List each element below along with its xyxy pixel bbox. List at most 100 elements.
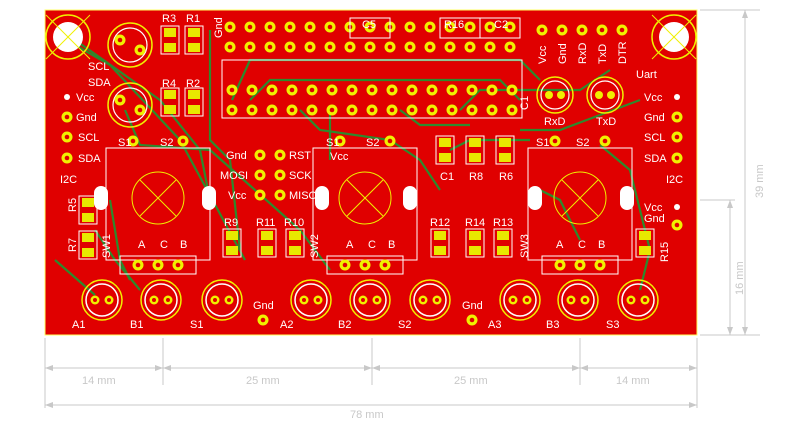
label-r6: R6 [499, 171, 513, 183]
label-isp-rst: RST [289, 150, 311, 162]
label-gnd-pad-1: Gnd [253, 300, 274, 312]
label-vcc-left: Vcc [76, 92, 95, 104]
i2c-left-pads [61, 94, 73, 164]
label-enc3-c: C [578, 239, 586, 251]
label-isp-gnd: Gnd [226, 150, 247, 162]
dimension-arrows [45, 10, 748, 408]
label-enc3-a: A [556, 239, 564, 251]
label-uart-gnd: Gnd [557, 43, 569, 64]
label-mid-vcc: Vcc [330, 151, 349, 163]
label-led-s1: S1 [190, 319, 203, 331]
label-scl-right: SCL [644, 132, 665, 144]
mount-hole-tr [651, 14, 697, 60]
label-sda-right: SDA [644, 153, 667, 165]
label-sda2-left: SDA [78, 153, 101, 165]
label-c1-top: C1 [519, 96, 531, 110]
dim-height-39mm: 39 mm [754, 164, 766, 198]
label-c2: C2 [494, 19, 508, 31]
label-i2c-left: I2C [60, 174, 77, 186]
label-r4: R4 [162, 78, 176, 90]
label-led-b1: B1 [130, 319, 143, 331]
c2-footprint [479, 17, 521, 39]
dim-25mm-1: 25 mm [246, 375, 280, 387]
label-enc1-s1: S1 [118, 137, 131, 149]
encoder-3 [527, 135, 634, 275]
transistor-top [107, 22, 153, 68]
label-r9: R9 [224, 217, 238, 229]
label-isp-miso: MISO [289, 190, 318, 202]
label-enc3-sw: SW3 [519, 234, 531, 258]
label-r7: R7 [67, 238, 79, 252]
dim-total-78mm: 78 mm [350, 409, 384, 421]
rxd-led [536, 76, 574, 114]
label-enc2-sw: SW2 [309, 234, 321, 258]
label-uart-txd: TxD [597, 44, 609, 64]
label-enc1-s2: S2 [160, 137, 173, 149]
label-sda-left: SDA [88, 77, 111, 89]
label-uart-dtr: DTR [617, 41, 629, 64]
label-r11: R11 [256, 217, 275, 229]
gnd-pad-2 [466, 314, 478, 326]
label-r15: R15 [659, 242, 671, 262]
label-enc2-a: A [346, 239, 354, 251]
dim-right-14mm: 14 mm [616, 375, 650, 387]
label-mid-s1: S1 [326, 137, 339, 149]
label-scl2-left: SCL [78, 132, 99, 144]
label-gnd-top: Gnd [213, 17, 225, 38]
i2c-right-pads [671, 94, 683, 231]
label-enc2-b: B [388, 239, 395, 251]
label-enc3-b: B [598, 239, 605, 251]
label-gnd-right: Gnd [644, 112, 665, 124]
label-enc2-c: C [368, 239, 376, 251]
label-led-s2: S2 [398, 319, 411, 331]
label-led-a2: A2 [280, 319, 293, 331]
label-mid-s2: S2 [366, 137, 379, 149]
label-isp-mosi: MOSI [220, 170, 248, 182]
label-r13: R13 [493, 217, 513, 229]
label-led-a1: A1 [72, 319, 85, 331]
label-r2: R2 [186, 78, 200, 90]
label-uart: Uart [636, 69, 657, 81]
label-uart-rxd: RxD [577, 43, 589, 64]
dim-left-14mm: 14 mm [82, 375, 116, 387]
label-led-a3: A3 [488, 319, 501, 331]
label-led-b3: B3 [546, 319, 559, 331]
label-vcc2-right: Vcc [644, 202, 663, 214]
label-c5: C5 [362, 19, 376, 31]
label-gnd2-right: Gnd [644, 213, 665, 225]
label-isp-sck: SCK [289, 170, 312, 182]
label-enc1-c: C [160, 239, 168, 251]
label-uart-vcc: Vcc [537, 45, 549, 64]
label-r3: R3 [162, 13, 176, 25]
label-i2c-right: I2C [666, 174, 683, 186]
label-enc1-a: A [138, 239, 146, 251]
label-r16: R16 [444, 19, 464, 31]
encoder-1 [94, 135, 216, 275]
label-enc3-s2: S2 [576, 137, 589, 149]
label-enc3-s1: S1 [536, 137, 549, 149]
txd-led [586, 76, 624, 114]
encoder-2 [312, 135, 418, 275]
label-r8: R8 [469, 171, 483, 183]
mount-hole-tl [45, 14, 91, 60]
dim-25mm-2: 25 mm [454, 375, 488, 387]
gnd-pad-1 [257, 314, 269, 326]
label-rxd-led: RxD [544, 116, 565, 128]
label-c1: C1 [440, 171, 454, 183]
label-scl-left: SCL [88, 61, 109, 73]
label-enc1-sw: SW1 [101, 234, 113, 258]
label-r1: R1 [186, 13, 200, 25]
label-vcc-right: Vcc [644, 92, 663, 104]
label-r5: R5 [67, 198, 79, 212]
label-r12: R12 [430, 217, 450, 229]
label-gnd-left: Gnd [76, 112, 97, 124]
label-enc1-b: B [180, 239, 187, 251]
label-isp-vcc: Vcc [228, 190, 247, 202]
transistor-bottom [107, 82, 153, 128]
mcu-footprint [221, 59, 523, 119]
label-r14: R14 [465, 217, 485, 229]
label-gnd-pad-2: Gnd [462, 300, 483, 312]
c5-footprint [349, 17, 391, 39]
label-txd-led: TxD [596, 116, 616, 128]
